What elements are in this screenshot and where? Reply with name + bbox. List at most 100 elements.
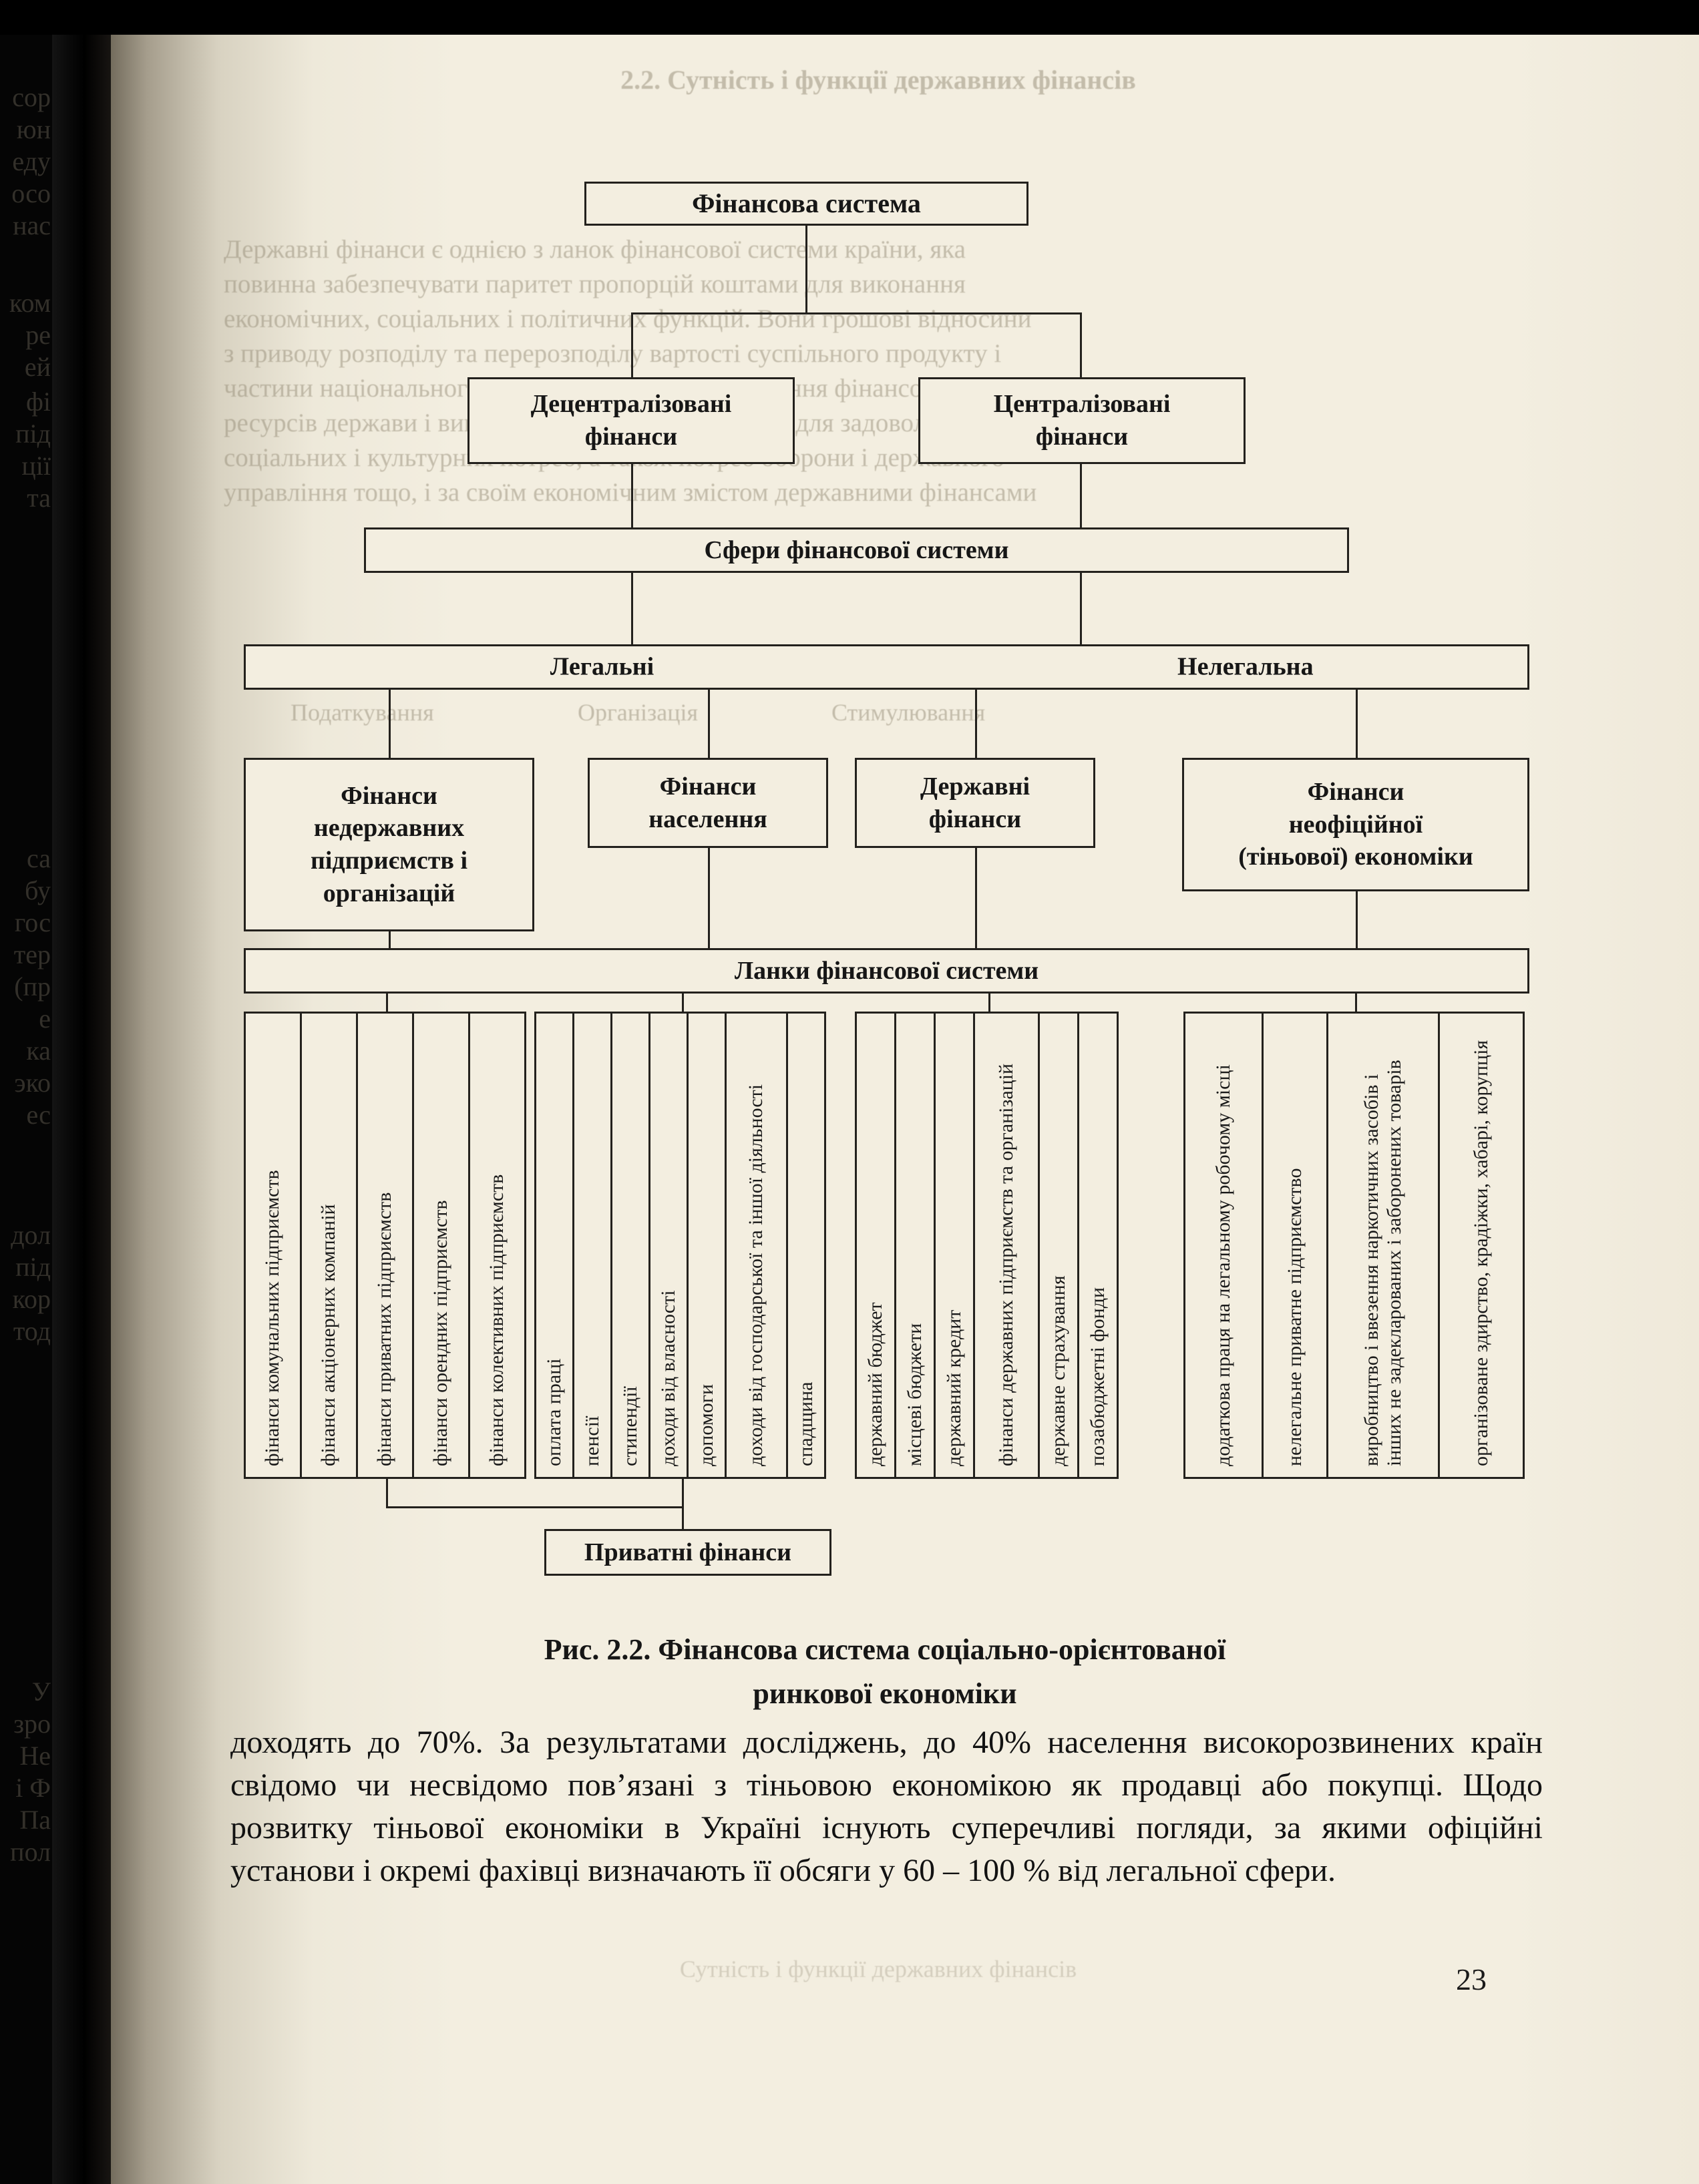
diagram-title: Фінансова система — [692, 188, 921, 219]
spheres-label: Сфери фінансової системи — [704, 535, 1009, 564]
connector-line — [1080, 573, 1082, 644]
link-column-label: оплата праці — [542, 1358, 565, 1466]
margin-fragment: тод — [13, 1316, 51, 1346]
connector-line — [386, 994, 388, 1012]
connector-line — [682, 1479, 684, 1529]
link-column-label: позабюджетні фонди — [1086, 1287, 1109, 1466]
decentralized-finance-box: Децентралізовані фінанси — [467, 377, 795, 464]
link-column-label: фінанси комунальних підприємств — [261, 1170, 284, 1466]
bleedthrough-bottom-line: Сутність і функції державних фінансів — [679, 1956, 1077, 1982]
link-column-label: доходи від власності — [656, 1290, 679, 1466]
connector-line — [988, 994, 990, 1012]
margin-fragment: ції — [21, 451, 51, 481]
figure-caption: Рис. 2.2. Фінансова система соціально-ор… — [230, 1628, 1539, 1716]
connector-line — [631, 464, 633, 527]
connector-line — [1080, 312, 1082, 377]
connector-line — [1356, 690, 1358, 758]
link-column-label: державне страхування — [1047, 1275, 1069, 1466]
category-state-box: Державні фінанси — [855, 758, 1095, 848]
links-group-shadow: додаткова праця на легальному робочому м… — [1183, 1012, 1525, 1479]
link-column-label: фінанси державних підприємств та організ… — [994, 1063, 1017, 1466]
link-column: державне страхування — [1038, 1012, 1079, 1479]
margin-fragment: гос — [14, 907, 51, 937]
category-shadow-box: Фінанси неофіційної (тіньової) економіки — [1182, 758, 1529, 891]
bleed-line: ресурсів держави і використання їх у май… — [224, 409, 978, 437]
bleedthrough-paragraph: Державні фінанси є однією з ланок фінанс… — [224, 232, 1536, 510]
connector-line — [805, 226, 807, 314]
margin-fragment: осо — [11, 178, 51, 208]
link-column: стипендії — [610, 1012, 650, 1479]
connector-line — [1080, 464, 1082, 527]
link-column-label: фінанси орендних підприємств — [429, 1200, 452, 1466]
label-line: населення — [648, 805, 767, 833]
link-column: організоване здирство, крадіжки, хабарі,… — [1438, 1012, 1525, 1479]
connector-line — [631, 312, 1082, 314]
margin-fragment: під — [15, 1252, 51, 1282]
link-column: доходи від власності — [648, 1012, 689, 1479]
label-line: Державні — [920, 772, 1030, 801]
link-column: фінанси орендних підприємств — [412, 1012, 470, 1479]
margin-fragment: зро — [13, 1709, 51, 1739]
margin-fragment: під — [15, 419, 51, 449]
connector-line — [631, 312, 633, 377]
connector-line — [708, 848, 710, 948]
links-group-nonstate: фінанси комунальних підприємств фінанси а… — [244, 1012, 526, 1479]
connector-line — [975, 690, 977, 758]
label-line: недержавних — [313, 814, 465, 843]
link-column: позабюджетні фонди — [1077, 1012, 1119, 1479]
bleed-line: соціальних і культурних потреб, а також … — [224, 443, 1004, 472]
link-column-label: допомоги — [695, 1383, 717, 1466]
book-gutter-shadow — [52, 0, 111, 2184]
link-column: пенсії — [572, 1012, 612, 1479]
connector-line — [975, 848, 977, 948]
margin-fragment: пол — [10, 1837, 51, 1867]
link-column: місцеві бюджети — [894, 1012, 936, 1479]
margin-fragment: юн — [16, 114, 51, 144]
link-column-label: фінанси акціонерних компаній — [317, 1204, 340, 1466]
bleed-line: управління тощо, і за своїм економічним … — [224, 478, 1037, 507]
link-column: спадщина — [786, 1012, 826, 1479]
link-column: державний кредит — [934, 1012, 975, 1479]
link-column: фінанси колективних підприємств — [468, 1012, 526, 1479]
link-column-label: спадщина — [794, 1381, 817, 1466]
margin-fragment: Не — [19, 1741, 51, 1771]
link-column: додаткова праця на легальному робочому м… — [1183, 1012, 1264, 1479]
connector-line — [386, 1479, 388, 1508]
bleed-word: Стимулювання — [831, 699, 986, 726]
label-line: фінанси — [584, 423, 678, 451]
link-column: допомоги — [687, 1012, 727, 1479]
bleed-line: повинна забезпечувати паритет пропорцій … — [224, 270, 966, 298]
bleed-line: частини національного багатства з метою … — [224, 374, 962, 403]
links-label: Ланки фінансової системи — [734, 956, 1039, 985]
margin-fragment: кор — [12, 1284, 51, 1314]
margin-fragment: ком — [9, 288, 51, 318]
link-column-label: організоване здирство, крадіжки, хабарі,… — [1469, 1040, 1492, 1466]
caption-line: Рис. 2.2. Фінансова система соціально-ор… — [544, 1633, 1226, 1666]
illegal-label: Нелегальна — [1177, 652, 1314, 681]
connector-line — [708, 690, 710, 758]
link-column-label: місцеві бюджети — [903, 1323, 926, 1466]
link-column: державний бюджет — [855, 1012, 896, 1479]
category-population-box: Фінанси населення — [588, 758, 828, 848]
centralized-finance-box: Централізовані фінанси — [918, 377, 1246, 464]
link-column-label: нелегальне приватне підприємство — [1283, 1168, 1306, 1466]
connector-line — [1356, 891, 1358, 948]
private-finance-box: Приватні фінанси — [544, 1529, 831, 1576]
label-line: Фінанси — [1307, 778, 1404, 807]
connector-line — [1355, 994, 1357, 1012]
link-column-label: фінанси приватних підприємств — [373, 1192, 396, 1466]
connector-line — [389, 690, 391, 758]
margin-fragment: У — [31, 1677, 51, 1707]
body-paragraph: доходять до 70%. За результатами дослідж… — [230, 1725, 1543, 1888]
link-column-label: доходи від господарської та іншої діяльн… — [745, 1084, 767, 1466]
link-column: фінанси приватних підприємств — [356, 1012, 414, 1479]
label-line: Фінанси — [341, 781, 437, 810]
links-group-state: державний бюджет місцеві бюджети державний… — [855, 1012, 1119, 1479]
link-column-label: додаткова праця на легальному робочому м… — [1211, 1064, 1234, 1466]
margin-fragment: ей — [24, 352, 51, 382]
margin-fragment: дол — [11, 1220, 51, 1250]
label-line: фінанси — [928, 805, 1022, 833]
